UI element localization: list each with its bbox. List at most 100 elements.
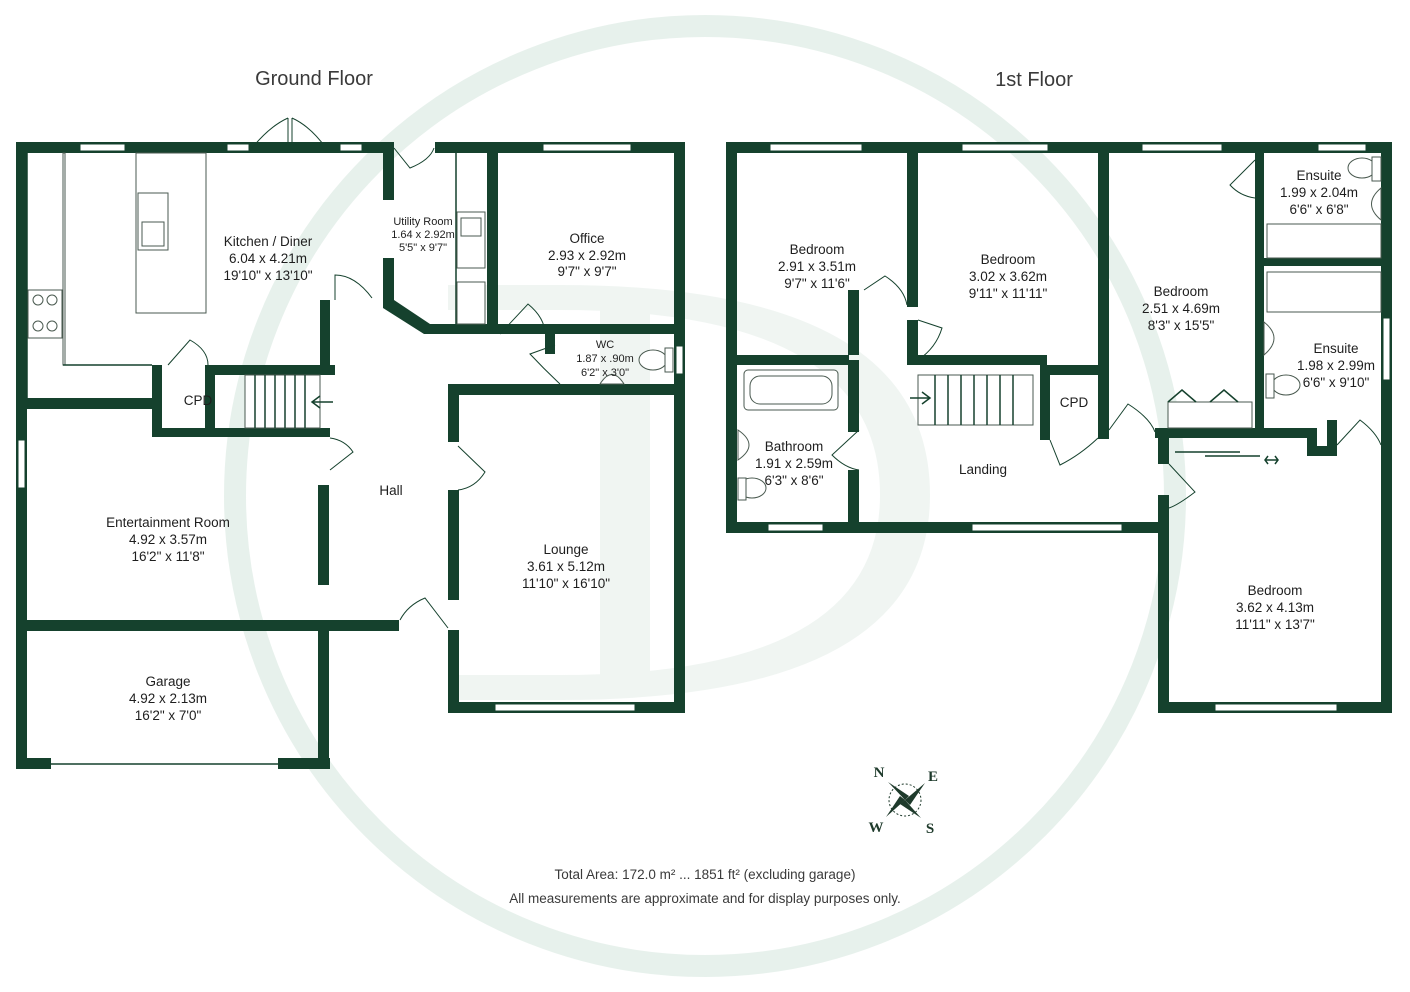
room-imperial: 19'10" x 13'10" — [223, 268, 312, 283]
room-imperial: 9'11" x 11'11" — [969, 286, 1048, 301]
sliding-wardrobe — [1175, 451, 1260, 457]
door — [167, 339, 209, 366]
room-name: CPD — [1060, 395, 1089, 410]
room-metric: 4.92 x 2.13m — [129, 691, 207, 706]
room-name: Hall — [379, 483, 402, 498]
door — [1168, 463, 1196, 509]
basin-icon — [1371, 186, 1382, 222]
window — [971, 523, 1123, 532]
compass-east: E — [928, 769, 938, 785]
stairs-arrow-icon — [910, 391, 932, 405]
room-metric: 3.02 x 3.62m — [969, 269, 1047, 284]
shower-tray-icon — [1266, 271, 1382, 313]
shower-tray-icon — [1266, 223, 1382, 259]
room-name: Entertainment Room — [106, 515, 230, 530]
basin-icon — [1263, 320, 1275, 357]
room-name: Office — [569, 231, 604, 246]
room-imperial: 8'3" x 15'5" — [1148, 318, 1215, 333]
compass-south: S — [926, 821, 934, 837]
room-metric: 2.93 x 2.92m — [548, 248, 626, 263]
door — [399, 597, 449, 629]
room-imperial: 6'6" x 9'10" — [1303, 375, 1370, 390]
window — [542, 143, 632, 152]
room-metric: 2.51 x 4.69m — [1142, 301, 1220, 316]
room-imperial: 6'3" x 8'6" — [764, 473, 823, 488]
disclaimer: All measurements are approximate and for… — [509, 891, 900, 906]
compass-north: N — [874, 765, 885, 781]
first-floor-plan — [726, 142, 1392, 713]
window — [767, 523, 824, 532]
window — [769, 143, 863, 152]
compass-west: W — [869, 820, 884, 836]
door — [831, 429, 860, 471]
window — [494, 703, 636, 712]
room-metric: 1.64 x 2.92m — [391, 229, 455, 241]
room-metric: 6.04 x 4.21m — [229, 251, 307, 266]
room-imperial: 9'7" x 9'7" — [557, 264, 616, 279]
stairs-arrow-icon — [310, 395, 333, 409]
window — [1317, 143, 1367, 152]
room-name: WC — [596, 339, 614, 351]
door — [1229, 159, 1256, 199]
window — [1382, 317, 1391, 381]
room-name: Utility Room — [393, 216, 452, 228]
sliding-arrow-icon — [1264, 455, 1279, 465]
room-name: Bathroom — [765, 439, 824, 454]
room-imperial: 16'2" x 11'8" — [131, 549, 204, 564]
room-imperial: 11'11" x 13'7" — [1235, 617, 1315, 632]
door — [863, 275, 908, 306]
door — [1049, 437, 1099, 466]
compass-icon: N E S W — [869, 765, 939, 837]
door — [917, 319, 943, 361]
worktop-edge — [62, 152, 66, 366]
room-name: Garage — [145, 674, 190, 689]
room-metric: 4.92 x 3.57m — [129, 532, 207, 547]
french-door-left — [251, 117, 289, 150]
ground-floor-plan — [16, 117, 685, 769]
total-area: Total Area: 172.0 m² ... 1851 ft² (exclu… — [555, 867, 856, 882]
french-door-right — [291, 117, 327, 150]
first-floor-title: 1st Floor — [995, 69, 1073, 91]
room-imperial: 5'5" x 9'7" — [399, 242, 447, 254]
room-name: CPD — [184, 393, 213, 408]
window — [961, 143, 1049, 152]
door — [529, 344, 561, 385]
room-imperial: 9'7" x 11'6" — [784, 276, 850, 291]
room-name: Ensuite — [1296, 168, 1341, 183]
basin-icon — [599, 374, 625, 385]
hob-icon — [27, 289, 63, 339]
door — [457, 445, 486, 491]
window — [1141, 143, 1223, 152]
room-imperial: 11'10" x 16'10" — [522, 576, 610, 591]
room-metric: 1.87 x .90m — [576, 353, 633, 365]
room-imperial: 16'2" x 7'0" — [135, 708, 202, 723]
door — [393, 147, 435, 169]
window — [17, 439, 26, 489]
room-metric: 1.99 x 2.04m — [1280, 185, 1358, 200]
window — [226, 143, 250, 152]
room-metric: 1.91 x 2.59m — [755, 456, 833, 471]
room-name: Bedroom — [981, 252, 1036, 267]
basin-icon — [737, 429, 750, 461]
stairs — [244, 374, 333, 429]
room-imperial: 6'2" x 3'0" — [581, 367, 629, 379]
room-imperial: 6'6" x 6'8" — [1289, 202, 1348, 217]
ground-floor-title: Ground Floor — [255, 68, 373, 90]
window — [1214, 703, 1338, 712]
watermark-logo — [224, 15, 1186, 977]
worktop — [456, 281, 486, 325]
door — [1336, 419, 1382, 446]
room-name: Bedroom — [1154, 284, 1209, 299]
room-name: Bedroom — [1248, 583, 1303, 598]
room-metric: 3.61 x 5.12m — [527, 559, 605, 574]
door — [329, 437, 354, 471]
room-metric: 1.98 x 2.99m — [1297, 358, 1375, 373]
room-name: Landing — [959, 462, 1007, 477]
window — [675, 345, 684, 375]
door — [1108, 403, 1156, 433]
window — [339, 143, 363, 152]
window — [79, 143, 126, 152]
room-metric: 3.62 x 4.13m — [1236, 600, 1314, 615]
room-name: Kitchen / Diner — [224, 234, 313, 249]
wardrobe-icon — [1167, 389, 1253, 429]
